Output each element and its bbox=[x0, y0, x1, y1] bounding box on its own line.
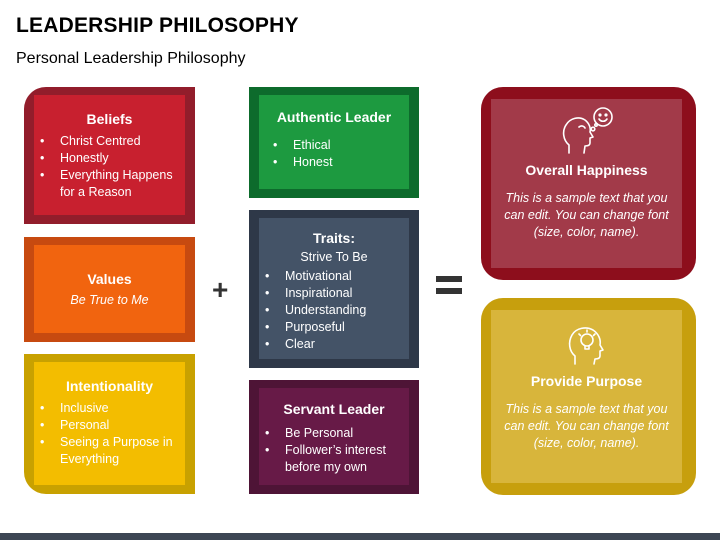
authentic-leader-item: Honest bbox=[267, 154, 409, 171]
servant-leader-card: Servant Leader Be Personal Follower’s in… bbox=[249, 380, 419, 494]
provide-purpose-heading: Provide Purpose bbox=[530, 373, 643, 389]
authentic-leader-list: Ethical Honest bbox=[259, 137, 409, 171]
beliefs-item: Christ Centred bbox=[34, 133, 181, 150]
authentic-leader-item: Ethical bbox=[267, 137, 409, 154]
intentionality-panel: Intentionality Inclusive Personal Seeing… bbox=[34, 362, 185, 485]
servant-leader-heading: Servant Leader bbox=[283, 401, 385, 417]
bottom-bar bbox=[0, 533, 720, 540]
intentionality-card: Intentionality Inclusive Personal Seeing… bbox=[24, 354, 195, 494]
equals-bar bbox=[436, 276, 462, 282]
page-title: LEADERSHIP PHILOSOPHY bbox=[16, 14, 299, 37]
intentionality-item: Personal bbox=[34, 417, 181, 434]
traits-card: Traits: Strive To Be Motivational Inspir… bbox=[249, 210, 419, 368]
values-text: Be True to Me bbox=[70, 293, 149, 307]
traits-item: Inspirational bbox=[259, 285, 409, 302]
overall-happiness-card: Overall Happiness This is a sample text … bbox=[481, 87, 696, 280]
beliefs-item: Honestly bbox=[34, 150, 181, 167]
overall-happiness-panel: Overall Happiness This is a sample text … bbox=[491, 99, 682, 268]
authentic-leader-heading: Authentic Leader bbox=[276, 109, 392, 125]
values-panel: Values Be True to Me bbox=[34, 245, 185, 333]
servant-leader-item: Follower’s interest before my own bbox=[259, 442, 405, 476]
authentic-leader-panel: Authentic Leader Ethical Honest bbox=[259, 95, 409, 189]
equals-bar bbox=[436, 288, 462, 294]
traits-item: Purposeful bbox=[259, 319, 409, 336]
values-heading: Values bbox=[87, 271, 132, 287]
equals-operator bbox=[436, 276, 462, 300]
intentionality-item: Inclusive bbox=[34, 400, 181, 417]
servant-leader-item: Be Personal bbox=[259, 425, 405, 442]
servant-leader-list: Be Personal Follower’s interest before m… bbox=[259, 425, 409, 476]
beliefs-heading: Beliefs bbox=[86, 111, 133, 127]
servant-leader-panel: Servant Leader Be Personal Follower’s in… bbox=[259, 388, 409, 485]
beliefs-list: Christ Centred Honestly Everything Happe… bbox=[34, 133, 185, 201]
overall-happiness-text: This is a sample text that you can edit.… bbox=[504, 191, 669, 239]
plus-operator: + bbox=[212, 274, 229, 305]
intentionality-heading: Intentionality bbox=[65, 378, 154, 394]
traits-item: Motivational bbox=[259, 268, 409, 285]
beliefs-item: Everything Happens for a Reason bbox=[34, 167, 181, 201]
thinking-head-smiley-icon bbox=[562, 107, 613, 154]
beliefs-card: Beliefs Christ Centred Honestly Everythi… bbox=[24, 87, 195, 224]
overall-happiness-heading: Overall Happiness bbox=[525, 162, 648, 178]
provide-purpose-panel: Provide Purpose This is a sample text th… bbox=[491, 310, 682, 483]
traits-subheading: Strive To Be bbox=[300, 250, 368, 264]
authentic-leader-card: Authentic Leader Ethical Honest bbox=[249, 87, 419, 198]
head-lightbulb-icon bbox=[568, 327, 604, 365]
provide-purpose-card: Provide Purpose This is a sample text th… bbox=[481, 298, 696, 495]
traits-item: Clear bbox=[259, 336, 409, 353]
intentionality-item: Seeing a Purpose in Everything bbox=[34, 434, 181, 468]
traits-panel: Traits: Strive To Be Motivational Inspir… bbox=[259, 218, 409, 359]
traits-list: Motivational Inspirational Understanding… bbox=[259, 268, 409, 353]
provide-purpose-text: This is a sample text that you can edit.… bbox=[504, 402, 669, 450]
intentionality-list: Inclusive Personal Seeing a Purpose in E… bbox=[34, 400, 185, 468]
values-card: Values Be True to Me bbox=[24, 237, 195, 342]
page-subtitle: Personal Leadership Philosophy bbox=[16, 50, 246, 67]
beliefs-panel: Beliefs Christ Centred Honestly Everythi… bbox=[34, 95, 185, 215]
traits-item: Understanding bbox=[259, 302, 409, 319]
traits-heading: Traits: bbox=[312, 230, 355, 246]
